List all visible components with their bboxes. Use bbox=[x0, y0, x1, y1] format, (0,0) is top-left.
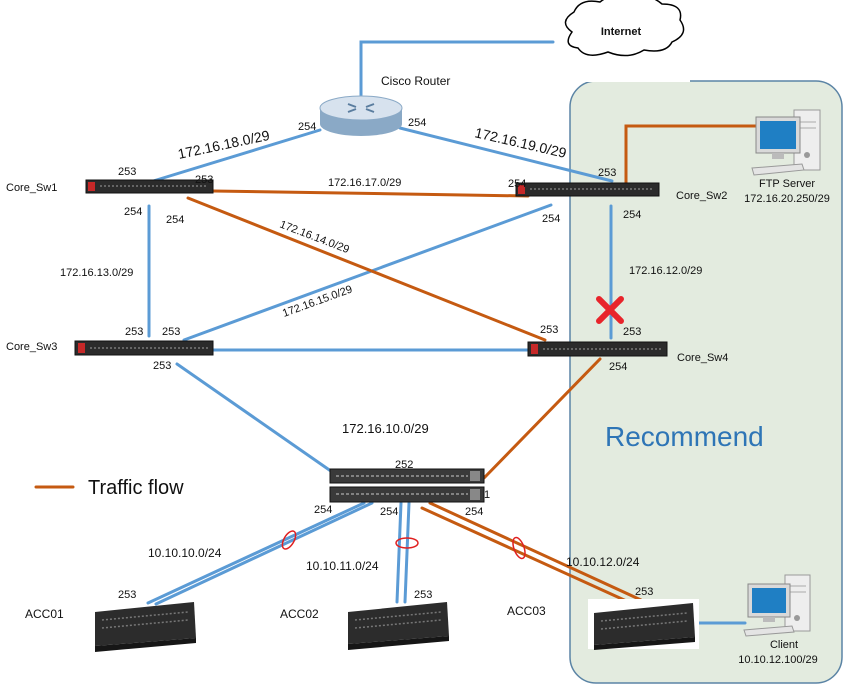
client-ip: 10.10.12.100/29 bbox=[738, 654, 818, 666]
router-arrows-icon bbox=[347, 103, 375, 113]
recommend-label: Recommend bbox=[605, 421, 764, 452]
core-sw2 bbox=[515, 182, 660, 197]
ftp-server-label: FTP Server bbox=[759, 178, 815, 190]
link-router-sw1 bbox=[148, 128, 322, 184]
core-sw3-label: Core_Sw3 bbox=[6, 341, 57, 353]
ftp-server-computer-icon bbox=[751, 109, 821, 176]
link-dist-acc01-b bbox=[154, 501, 374, 606]
left-cover-box bbox=[0, 212, 56, 260]
bundle-acc03 bbox=[512, 536, 526, 560]
link-failure-x-icon bbox=[596, 296, 624, 324]
link-sw3-dist bbox=[175, 362, 340, 478]
subnet-acc01: 10.10.10.0/24 bbox=[148, 546, 222, 560]
cloud-icon bbox=[564, 0, 685, 57]
client-computer-icon bbox=[743, 574, 811, 637]
blue-links bbox=[146, 40, 747, 625]
internet-label: Internet bbox=[601, 26, 642, 38]
port-sw2-down: 254 bbox=[623, 209, 641, 221]
internet-cloud: Internet bbox=[564, 0, 685, 57]
port-sw1-down: 254 bbox=[124, 206, 142, 218]
acc01-switch bbox=[95, 602, 196, 652]
acc02-label: ACC02 bbox=[280, 607, 319, 621]
router-label: Cisco Router bbox=[381, 74, 450, 88]
port-sw3-down: 253 bbox=[153, 360, 171, 372]
traffic-dist-acc03-b bbox=[420, 506, 635, 606]
link-router-internet bbox=[359, 40, 555, 97]
subnet-acc03: 10.10.12.0/24 bbox=[566, 555, 640, 569]
traffic-sw1-sw4 bbox=[186, 196, 547, 342]
subnet-acc02: 10.10.11.0/24 bbox=[306, 559, 379, 573]
port-sw2-diag: 254 bbox=[542, 213, 560, 225]
subnet-sw1-sw2: 172.16.17.0/29 bbox=[328, 177, 401, 189]
port-sw3-diag: 253 bbox=[162, 326, 180, 338]
port-acc02: 253 bbox=[414, 589, 432, 601]
bundle-markers bbox=[281, 530, 526, 560]
port-sw1-top: 253 bbox=[118, 166, 136, 178]
legend-label: Traffic flow bbox=[88, 477, 184, 499]
recommend-zone bbox=[569, 80, 843, 684]
port-sw1-diag: 254 bbox=[166, 214, 184, 226]
subnet-r-sw2: 172.16.19.0/29 bbox=[473, 124, 568, 161]
ftp-server-ip: 172.16.20.250/29 bbox=[744, 193, 830, 205]
traffic-links bbox=[34, 124, 759, 606]
acc02-switch bbox=[348, 602, 449, 650]
traffic-sw1-sw2 bbox=[211, 189, 530, 198]
client-label: Client bbox=[770, 639, 798, 651]
bundle-acc02 bbox=[395, 537, 419, 549]
traffic-dist-acc03-a bbox=[428, 501, 643, 602]
dist-switch-stack bbox=[329, 468, 485, 503]
port-acc01: 253 bbox=[118, 589, 136, 601]
core-sw4 bbox=[527, 341, 668, 357]
port-router-sw1: 254 bbox=[298, 121, 316, 133]
acc03-switch bbox=[588, 599, 699, 650]
port-sw2-left: 254 bbox=[508, 178, 526, 190]
port-dist-acc01: 254 bbox=[314, 504, 332, 516]
link-dist-acc02-a bbox=[395, 501, 403, 604]
port-acc03: 253 bbox=[635, 586, 653, 598]
port-dist-right: 1 bbox=[484, 489, 490, 501]
core-sw4-label: Core_Sw4 bbox=[677, 352, 728, 364]
subnet-r-sw1: 172.16.18.0/29 bbox=[176, 127, 271, 162]
port-dist-acc02: 254 bbox=[380, 506, 398, 518]
core-sw1 bbox=[85, 179, 214, 194]
link-sw2-sw3 bbox=[182, 203, 553, 342]
subnet-sw1-sw3: 172.16.13.0/29 bbox=[60, 267, 133, 279]
link-dist-acc01-a bbox=[146, 501, 366, 605]
cisco-router bbox=[319, 95, 403, 136]
port-labels: 254 254 253 253 254 254 253 254 254 254 … bbox=[118, 117, 653, 601]
traffic-sw2-ftp bbox=[624, 124, 759, 185]
port-sw1-right: 253 bbox=[195, 174, 213, 186]
subnet-dist: 172.16.10.0/29 bbox=[342, 421, 429, 436]
acc01-label: ACC01 bbox=[25, 607, 64, 621]
core-sw2-label: Core_Sw2 bbox=[676, 190, 727, 202]
link-router-sw2 bbox=[398, 126, 614, 183]
link-dist-acc02-b bbox=[403, 501, 411, 604]
core-sw3 bbox=[74, 340, 214, 356]
bundle-acc01 bbox=[281, 530, 297, 550]
port-sw4-down: 254 bbox=[609, 361, 627, 373]
port-sw3-up: 253 bbox=[125, 326, 143, 338]
subnet-sw2-sw4: 172.16.12.0/29 bbox=[629, 265, 702, 277]
port-sw2-top: 253 bbox=[598, 167, 616, 179]
traffic-sw4-dist bbox=[482, 357, 602, 480]
port-dist-acc03: 254 bbox=[465, 506, 483, 518]
acc03-label: ACC03 bbox=[507, 604, 546, 618]
port-sw4-left: 253 bbox=[540, 324, 558, 336]
core-sw1-label: Core_Sw1 bbox=[6, 182, 57, 194]
port-sw4-up: 253 bbox=[623, 326, 641, 338]
port-router-sw2: 254 bbox=[408, 117, 426, 129]
port-dist-top: 252 bbox=[395, 459, 413, 471]
